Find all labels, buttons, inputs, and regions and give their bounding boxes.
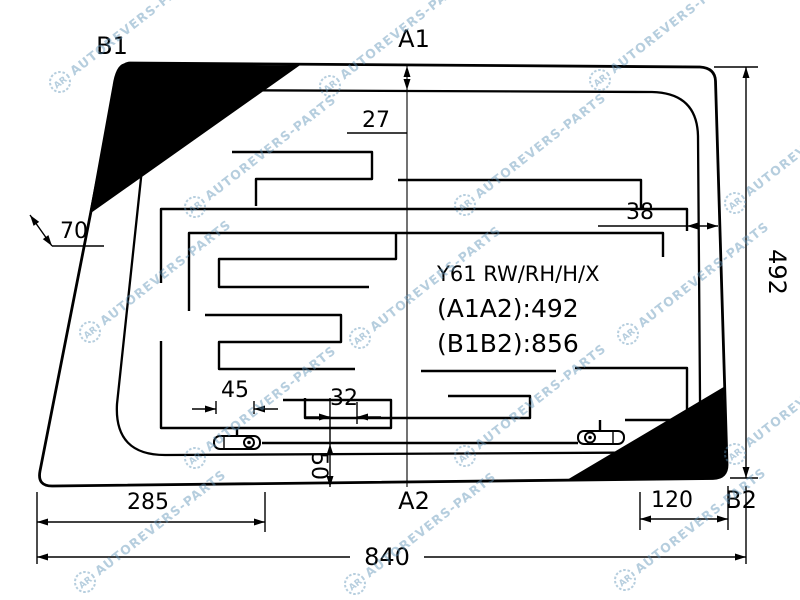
terminal-contact-dot xyxy=(588,435,592,440)
brand-watermark: AR AUTOREVERS-PARTS xyxy=(454,341,609,467)
terminal-contact-dot xyxy=(247,440,251,445)
heater-line xyxy=(398,178,643,208)
dim-height-value: 492 xyxy=(763,249,791,295)
terminal-right xyxy=(577,430,625,445)
svg-text:AUTOREVERS-PARTS: AUTOREVERS-PARTS xyxy=(472,90,609,202)
brand-watermark: AR AUTOREVERS-PARTS xyxy=(724,339,800,465)
brand-logo-icon xyxy=(79,321,101,343)
model-code: Y61 RW/RH/H/X xyxy=(436,262,600,286)
dim-left-band-value: 70 xyxy=(60,219,88,244)
heater-line xyxy=(187,231,665,311)
brand-logo-icon xyxy=(724,192,746,214)
dim-terminal-width-value: 45 xyxy=(221,378,249,403)
brand-watermark: AR AUTOREVERS-PARTS xyxy=(589,0,744,91)
label-a2: A2 xyxy=(398,487,430,515)
brand-watermark: AR AUTOREVERS-PARTS xyxy=(614,465,769,591)
brand-watermark: AR AUTOREVERS-PARTS xyxy=(79,217,234,343)
brand-logo-icon xyxy=(319,75,341,97)
brand-logo-icon xyxy=(454,194,476,216)
heater-line xyxy=(159,341,393,430)
dim-center-offset: 32 xyxy=(306,386,381,487)
label-b1: B1 xyxy=(96,32,128,60)
brand-logo-icon xyxy=(49,71,71,93)
brand-watermark: AR AUTOREVERS-PARTS xyxy=(724,88,800,214)
dim-right-band-value: 38 xyxy=(626,200,654,225)
brand-logo-icon xyxy=(589,69,611,91)
dim-height: 492 xyxy=(714,66,791,479)
label-b2: B2 xyxy=(725,486,757,514)
label-a1: A1 xyxy=(398,25,430,53)
brand-watermark: AR AUTOREVERS-PARTS xyxy=(319,0,474,97)
heater-line xyxy=(232,150,374,206)
brand-watermark: AR AUTOREVERS-PARTS xyxy=(454,90,609,216)
heater-line xyxy=(575,366,689,422)
terminal-left xyxy=(213,435,261,450)
brand-logo-icon xyxy=(349,327,371,349)
dim-width-value: 840 xyxy=(364,543,410,571)
annotation-block: Y61 RW/RH/H/X (A1A2):492 (B1B2):856 xyxy=(436,262,600,358)
svg-text:AUTOREVERS-PARTS: AUTOREVERS-PARTS xyxy=(362,469,499,581)
corner-blackout-top-left xyxy=(89,63,300,215)
dim-bottom-band-value: 50 xyxy=(306,452,331,480)
svg-text:AUTOREVERS-PARTS: AUTOREVERS-PARTS xyxy=(607,0,744,76)
svg-text:AUTOREVERS-PARTS: AUTOREVERS-PARTS xyxy=(632,465,769,577)
heater-line xyxy=(217,233,398,289)
brand-logo-icon xyxy=(454,445,476,467)
heater-line xyxy=(303,394,532,420)
dim-left-band: 70 xyxy=(29,214,104,247)
brand-logo-icon xyxy=(184,447,206,469)
dim-terminal-width: 45 xyxy=(192,378,278,414)
brand-logo-icon xyxy=(617,323,639,345)
dim-left-offset: 285 xyxy=(36,490,266,564)
defroster-grid xyxy=(159,150,689,445)
brand-logo-icon xyxy=(184,196,206,218)
svg-text:AUTOREVERS-PARTS: AUTOREVERS-PARTS xyxy=(635,219,772,331)
brand-logo-icon xyxy=(344,573,366,595)
measure-a1a2: (A1A2):492 xyxy=(437,294,579,323)
brand-logo-icon xyxy=(724,443,746,465)
brand-logo-icon xyxy=(74,571,96,593)
heater-line xyxy=(159,207,689,283)
dim-center-offset-value: 32 xyxy=(330,386,358,411)
brand-logo-icon xyxy=(614,569,636,591)
svg-text:AUTOREVERS-PARTS: AUTOREVERS-PARTS xyxy=(742,339,800,451)
dim-top-band: 27 xyxy=(347,66,411,134)
glass-inner-band-edge xyxy=(115,88,702,457)
dim-width: 840 xyxy=(37,486,747,571)
brand-watermark: AR AUTOREVERS-PARTS xyxy=(617,219,772,345)
measure-b1b2: (B1B2):856 xyxy=(437,329,579,358)
svg-text:AUTOREVERS-PARTS: AUTOREVERS-PARTS xyxy=(97,217,234,329)
dim-right-offset: 120 xyxy=(639,486,729,530)
dim-right-band: 38 xyxy=(598,200,718,230)
dim-top-band-value: 27 xyxy=(362,108,390,133)
heater-line xyxy=(205,313,355,371)
svg-text:AUTOREVERS-PARTS: AUTOREVERS-PARTS xyxy=(742,88,800,200)
dim-left-offset-value: 285 xyxy=(127,490,169,515)
dim-bottom-band: 50 xyxy=(306,444,334,487)
dim-right-offset-value: 120 xyxy=(651,488,693,513)
